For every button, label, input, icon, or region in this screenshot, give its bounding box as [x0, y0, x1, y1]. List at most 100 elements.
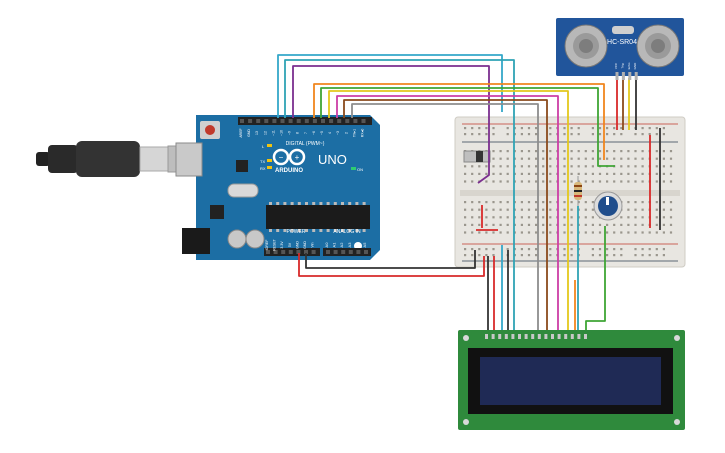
breadboard-hole [620, 127, 623, 130]
breadboard-hole [471, 133, 474, 136]
power-pin-hole [311, 250, 316, 254]
breadboard-hole [464, 248, 467, 251]
chip-pin [326, 202, 330, 205]
breadboard-hole [598, 127, 602, 130]
breadboard-hole [499, 172, 502, 175]
breadboard-hole [627, 157, 630, 160]
power-pin-label: 5V [288, 242, 292, 247]
analog-pin-hole [364, 250, 368, 254]
breadboard-hole [669, 223, 673, 226]
breadboard-hole [613, 172, 616, 175]
breadboard-hole [485, 254, 488, 257]
breadboard-hole [627, 180, 630, 183]
digital-pin-hole [361, 119, 366, 123]
breadboard-hole [535, 223, 538, 226]
breadboard-hole [577, 172, 580, 175]
chip-pin [305, 202, 308, 205]
breadboard-hole [634, 172, 637, 175]
atmega-chip [266, 205, 370, 229]
breadboard-hole [655, 201, 658, 204]
lcd-pin [485, 334, 488, 339]
arduino-logo: − + [272, 148, 306, 166]
breadboard-hole [492, 254, 495, 257]
breadboard-hole [627, 172, 630, 175]
chip-pin [283, 202, 287, 205]
digital-pwm-label: DIGITAL (PWM~) [286, 141, 325, 147]
breadboard-hole [577, 150, 580, 153]
breadboard-hole [492, 223, 495, 226]
breadboard-hole [620, 248, 623, 251]
breadboard-hole [591, 216, 594, 219]
breadboard-hole [598, 248, 602, 251]
lcd-pin [524, 334, 528, 339]
breadboard-hole [542, 157, 545, 160]
breadboard-hole [464, 216, 467, 219]
breadboard-hole [620, 216, 623, 219]
analog-pin-hole [333, 250, 338, 254]
breadboard-hole [492, 208, 495, 211]
chip-pin [355, 229, 359, 232]
lcd-pin [570, 334, 574, 339]
breadboard-hole [598, 150, 602, 153]
breadboard-hole [570, 157, 573, 160]
chip-pin [326, 229, 330, 232]
breadboard-hole [499, 180, 502, 183]
breadboard-hole [549, 165, 552, 168]
breadboard-hole [613, 180, 616, 183]
breadboard [454, 116, 686, 268]
power-pin-hole [304, 250, 308, 254]
breadboard-hole [655, 133, 658, 136]
breadboard-hole [471, 165, 474, 168]
breadboard-hole [478, 172, 481, 175]
breadboard-hole [563, 248, 566, 251]
lcd-pin [551, 334, 554, 339]
breadboard-hole [535, 201, 538, 204]
breadboard-hole [549, 172, 552, 175]
breadboard-hole [492, 157, 495, 160]
breadboard-hole [627, 150, 630, 153]
breadboard-hole [520, 248, 523, 251]
digital-pin-hole [329, 119, 334, 123]
breadboard-hole [471, 231, 474, 234]
breadboard-hole [641, 254, 644, 257]
breadboard-hole [655, 172, 658, 175]
breadboard-hole [634, 231, 637, 234]
breadboard-hole [641, 231, 644, 234]
breadboard-hole [471, 216, 474, 219]
breadboard-hole [591, 172, 594, 175]
breadboard-hole [662, 216, 665, 219]
breadboard-hole [669, 208, 673, 211]
breadboard-hole [570, 165, 573, 168]
breadboard-hole [527, 165, 531, 168]
breadboard-hole [641, 201, 644, 204]
breadboard-hole [527, 201, 531, 204]
breadboard-hole [634, 180, 637, 183]
on-led-label: ON [357, 167, 363, 172]
resistor [574, 176, 582, 206]
power-pin-label: Vin [311, 242, 315, 247]
lcd-pin [557, 334, 561, 339]
breadboard-hole [549, 127, 552, 130]
breadboard-hole [499, 165, 502, 168]
breadboard-hole [563, 172, 566, 175]
breadboard-hole [570, 172, 573, 175]
led-tx-label: TX [260, 159, 265, 164]
breadboard-hole [535, 216, 538, 219]
breadboard-hole [591, 133, 594, 136]
breadboard-hole [506, 133, 509, 136]
breadboard-hole [662, 254, 665, 257]
breadboard-hole [606, 223, 609, 226]
breadboard-hole [570, 216, 573, 219]
breadboard-hole [598, 223, 602, 226]
breadboard-hole [641, 157, 644, 160]
potentiometer[interactable] [593, 191, 623, 221]
lcd-pin [518, 334, 521, 339]
digital-pin-label: 7 [304, 132, 308, 134]
breadboard-hole [669, 201, 673, 204]
breadboard-hole [520, 150, 523, 153]
breadboard-hole [542, 201, 545, 204]
breadboard-hole [492, 201, 495, 204]
breadboard-hole [485, 180, 488, 183]
breadboard-hole [570, 201, 573, 204]
breadboard-hole [520, 172, 523, 175]
